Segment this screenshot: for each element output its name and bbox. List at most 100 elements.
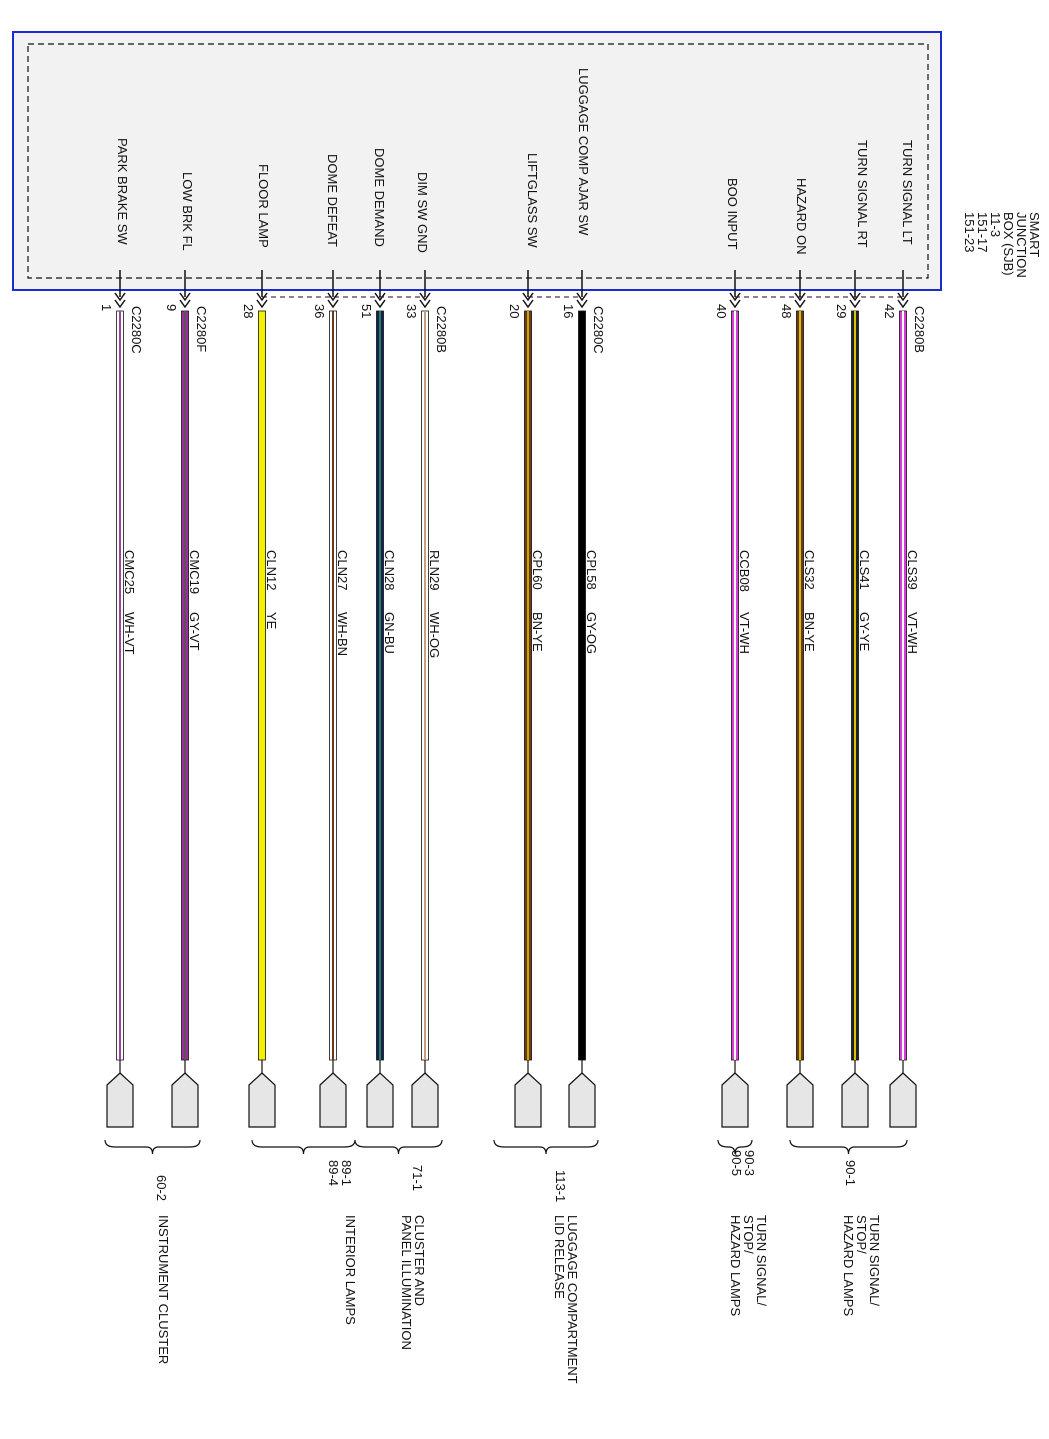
dest-title-6-line-1: INSTRUMENT CLUSTER [156,1215,171,1364]
dest-title-3-line-1: LUGGAGE COMPARTMENT [565,1215,580,1384]
pin-number: 51 [359,304,374,318]
pin-arrow-icon [849,292,861,302]
circuit-id: CLN27 [335,550,350,590]
group-brace [717,1139,753,1155]
wire-color-code: GY-OG [584,612,599,654]
pin-arrow-icon [419,299,431,309]
dest-title-5-line-1: INTERIOR LAMPS [343,1215,358,1325]
pin-arrow-icon [794,299,806,309]
circuit-id: CPL60 [530,550,545,590]
connector-icon [319,1072,347,1128]
pin-number: 48 [779,304,794,318]
pin-arrow-icon [897,292,909,302]
dest-title-4-line-1: CLUSTER AND [412,1215,427,1306]
wire-color-code: WH-OG [427,612,442,658]
module-title-line-1: SMART [1027,212,1042,257]
connector-icon [721,1072,749,1128]
wire-function-label: LOW BRK FL [180,172,195,251]
pin-arrow-icon [256,292,268,302]
pin-arrow-icon [576,292,588,302]
pin-arrow-icon [576,299,588,309]
dest-ref-4: 71-1 [410,1165,425,1191]
pin-arrow-icon [729,299,741,309]
pin-arrow-icon [327,292,339,302]
wire-function-label: LUGGAGE COMP AJAR SW [576,68,591,236]
module-ref-line-3: 151-23 [962,212,977,252]
circuit-id: CMC25 [122,550,137,594]
wire [258,310,266,1061]
pin-number: 20 [507,304,522,318]
pin-arrow-icon [897,299,909,309]
pin-number: 16 [561,304,576,318]
wire-function-label: DOME DEMAND [372,148,387,247]
connector-id: C2280C [591,306,606,354]
wire-stripe [902,311,904,1060]
wire [578,310,586,1061]
connector-icon [841,1072,869,1128]
dest-ref-6: 60-2 [154,1175,169,1201]
dest-title-2-line-2: STOP/ [741,1215,756,1254]
module-ref-line-2: 151-17 [975,212,990,252]
wire-function-label: LIFTGLASS SW [525,153,540,248]
connector-id: C2280B [434,306,449,353]
wire-color-code: BN-YE [802,612,817,652]
connector-icon [889,1072,917,1128]
dest-ref-2-line-1: 90-3 [742,1150,757,1176]
dest-ref-5-line-2: 89-4 [326,1160,341,1186]
pin-arrow-icon [114,299,126,309]
pin-arrow-icon [179,292,191,302]
connector-icon [568,1072,596,1128]
pin-arrow-icon [522,299,534,309]
wire-stripe [424,311,426,1060]
circuit-id: CLS32 [802,550,817,590]
pin-arrow-icon [849,299,861,309]
group-brace [104,1139,201,1155]
wire-color-code: VT-WH [905,612,920,654]
pin-number: 33 [404,304,419,318]
connector-icon [171,1072,199,1128]
dest-title-2-line-3: HAZARD LAMPS [728,1215,743,1316]
circuit-id: CLS41 [857,550,872,590]
pin-number: 28 [241,304,256,318]
wire-stripe [119,311,121,1060]
circuit-id: RLN29 [427,550,442,590]
circuit-id: CLN28 [382,550,397,590]
wire-function-label: TURN SIGNAL RT [855,140,870,248]
connector-icon [514,1072,542,1128]
wire-function-label: BOO INPUT [725,178,740,250]
connector-id: C2280C [129,306,144,354]
pin-number: 9 [164,304,179,311]
circuit-id: CCB08 [737,550,752,592]
pin-arrow-icon [729,292,741,302]
wire-stripe [379,311,381,1060]
wire-color-code: YE [264,612,279,630]
wire-color-code: WH-BN [335,612,350,656]
wire-function-label: TURN SIGNAL LT [900,140,915,245]
pin-number: 1 [99,304,114,311]
circuit-id: CLN12 [264,550,279,590]
pin-number: 40 [714,304,729,318]
module-ref-line-1: 11-3 [988,212,1003,237]
pin-arrow-icon [179,299,191,309]
wire-stripe [184,311,186,1060]
wire-function-label: DIM SW GND [415,172,430,253]
dest-ref-2-line-2: 90-5 [729,1150,744,1176]
group-brace [354,1139,443,1155]
wire-stripe [332,311,334,1060]
wire-stripe [799,311,801,1060]
wire-color-code: VT-WH [737,612,752,654]
connector-id: C2280B [912,306,927,353]
dest-ref-3: 113-1 [553,1170,568,1202]
pin-arrow-icon [327,299,339,309]
pin-arrow-icon [794,292,806,302]
wire-color-code: GY-YE [857,612,872,652]
wire-color-code: WH-VT [122,612,137,655]
dest-title-1-line-3: HAZARD LAMPS [841,1215,856,1316]
pin-arrow-icon [374,292,386,302]
group-brace [493,1139,599,1155]
pin-number: 29 [834,304,849,318]
wire-color-code: GY-VT [187,612,202,651]
pin-arrow-icon [256,299,268,309]
dest-title-1-line-1: TURN SIGNAL/ [867,1215,882,1306]
